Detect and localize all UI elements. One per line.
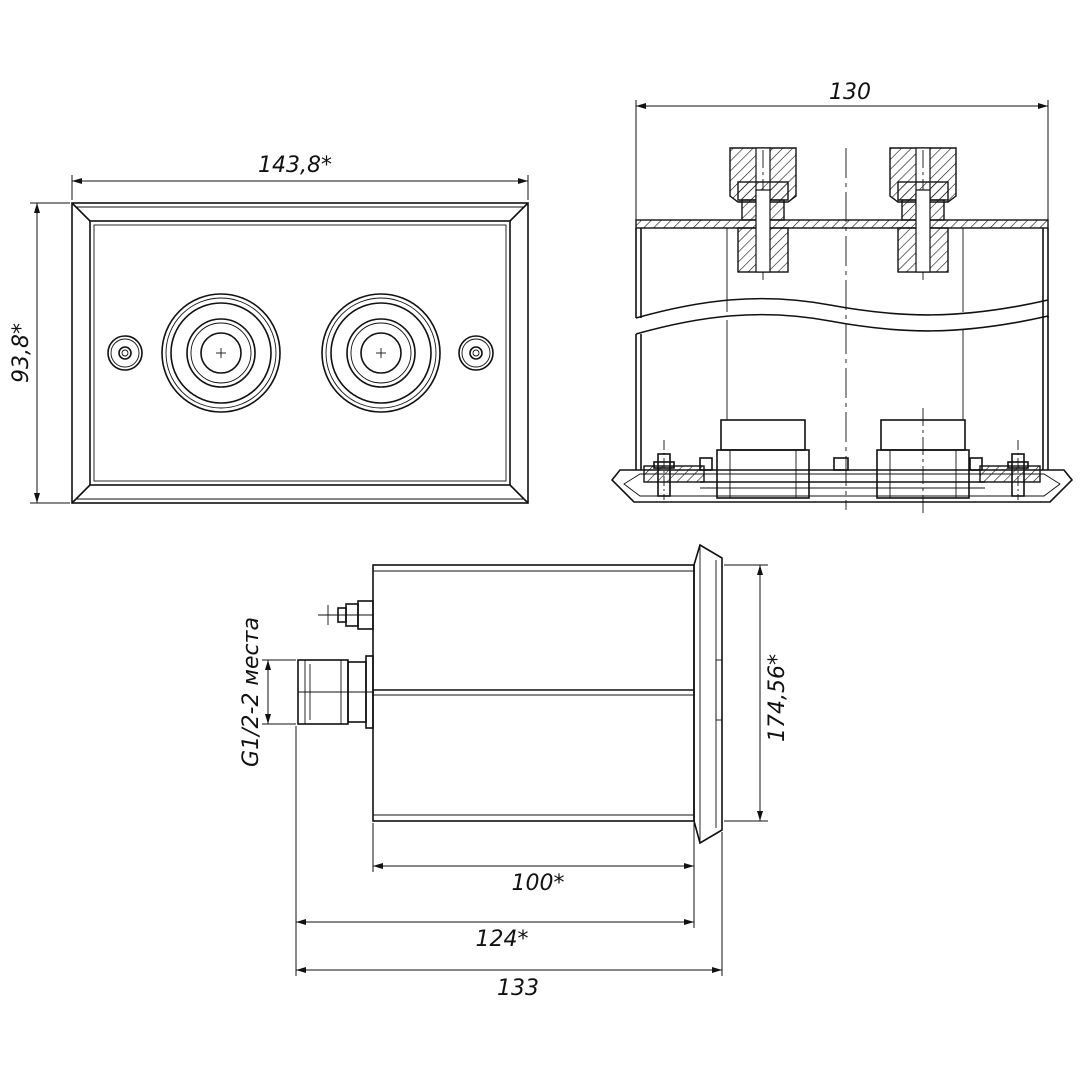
section-width-label: 130 — [829, 80, 871, 105]
length-100-dimension: 100* — [372, 823, 695, 896]
front-width-dimension: 143,8* — [71, 153, 529, 200]
length-100-label: 100* — [512, 871, 565, 896]
side-height-dimension: 174,56* — [724, 564, 790, 822]
length-124-dimension: 124* — [295, 726, 695, 976]
nozzle-right — [321, 293, 441, 413]
screw-right — [458, 335, 494, 371]
front-height-dimension: 93,8* — [9, 202, 70, 504]
nozzle-body-left — [716, 419, 810, 499]
front-height-label: 93,8* — [9, 323, 34, 383]
nozzle-left — [161, 293, 281, 413]
section-view: 130 — [610, 80, 1074, 515]
fitting-right — [889, 147, 957, 280]
front-view: 143,8* 93,8* — [9, 153, 529, 504]
front-plate-profile — [610, 465, 1074, 503]
section-screw-left — [653, 440, 675, 500]
side-height-label: 174,56* — [765, 654, 790, 742]
side-fitting — [297, 655, 374, 729]
length-133-dimension: 133 — [296, 832, 723, 1001]
length-133-label: 133 — [497, 976, 539, 1001]
thread-note-label: G1/2-2 места — [239, 617, 264, 767]
front-width-label: 143,8* — [258, 153, 332, 178]
thread-dimension: G1/2-2 места — [239, 617, 296, 767]
side-small-fitting — [318, 600, 374, 630]
side-view: G1/2-2 места 174,56* 100* 124* 133 — [239, 543, 790, 1001]
length-124-label: 124* — [476, 927, 529, 952]
section-screw-right — [1007, 440, 1029, 500]
section-width-dimension: 130 — [635, 80, 1049, 230]
fitting-left — [729, 147, 797, 280]
screw-left — [107, 335, 143, 371]
nozzle-body-right — [876, 408, 970, 515]
